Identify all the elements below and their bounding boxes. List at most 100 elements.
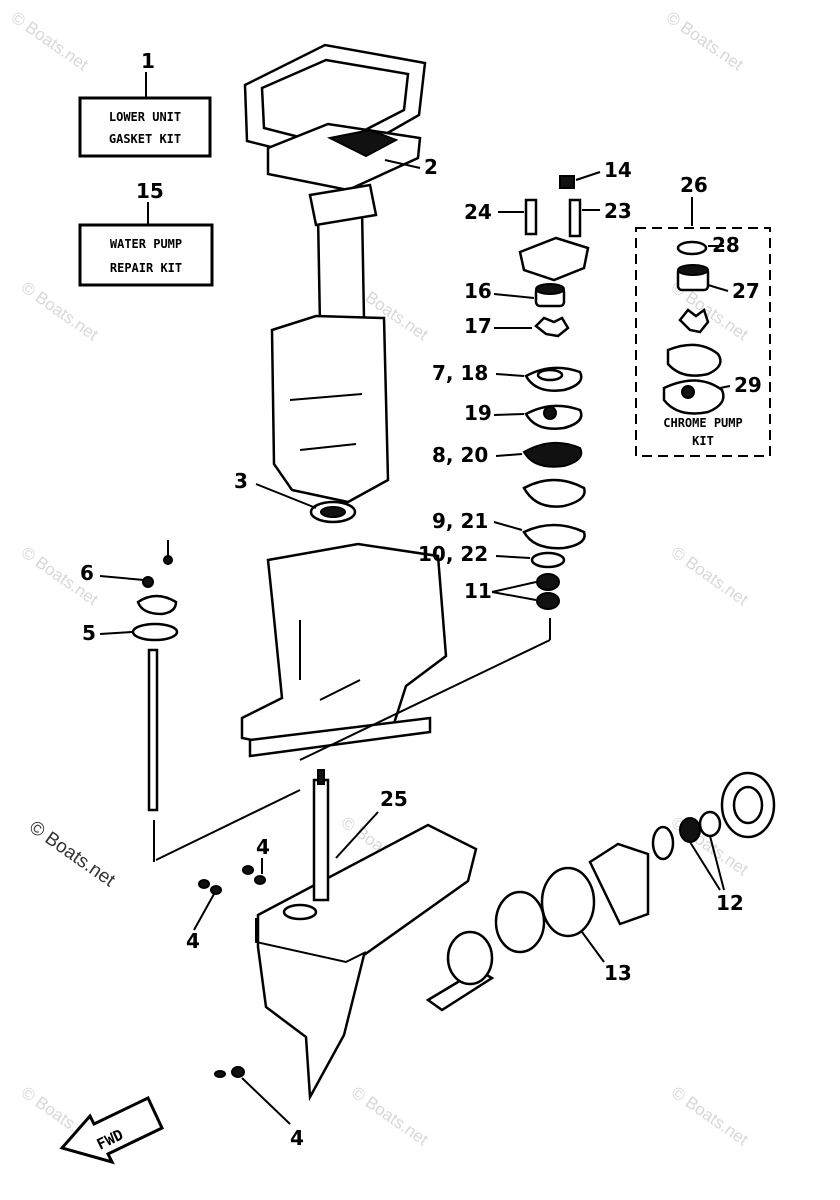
callout-17: 17 <box>464 314 492 338</box>
end-cap-inner <box>732 785 764 825</box>
leader-line <box>255 483 317 509</box>
kit-label-line1: LOWER UNIT <box>109 110 181 124</box>
shaft-spline <box>317 769 325 785</box>
gasket-hole <box>536 368 564 382</box>
part-8-20-gasket <box>522 441 583 468</box>
shift-rod-assembly: 6 5 <box>80 540 179 812</box>
part-9-21-gasket <box>522 523 586 550</box>
shift-rod <box>147 648 159 812</box>
watermark-text: © Boats.net <box>668 1083 752 1150</box>
leader-line <box>335 811 379 859</box>
bearing-housing-2 <box>494 890 546 954</box>
chrome-pump-kit-box: 26 CHROME PUMP KIT 28 27 29 <box>635 173 771 457</box>
kit-label-line1: WATER PUMP <box>110 237 182 251</box>
leader-line <box>99 575 145 581</box>
screw-4f <box>231 1066 245 1078</box>
part-24-bolt <box>524 198 538 236</box>
column-flange <box>308 183 378 227</box>
callout-16: 16 <box>464 279 492 303</box>
kit-label-line2: GASKET KIT <box>109 132 181 146</box>
callout-6: 6 <box>80 561 94 585</box>
leader-line <box>493 293 535 299</box>
part-12-seal <box>679 817 701 843</box>
callout-23: 23 <box>604 199 632 223</box>
kit-number-1: 1 <box>141 49 155 73</box>
watermark-text: © Boats.net <box>348 1083 432 1150</box>
part-10-22-o-ring <box>530 551 566 569</box>
part-27-insert-top <box>677 264 709 276</box>
kit-number-15: 15 <box>136 179 164 203</box>
kit-label-box <box>78 223 214 287</box>
impeller-icon <box>678 307 710 334</box>
pump-housing <box>518 236 590 282</box>
leader-line <box>241 1077 291 1125</box>
callout-4: 4 <box>256 835 270 859</box>
part-16-top <box>535 283 565 295</box>
part-28-circlip <box>676 240 708 256</box>
part-11-seal <box>536 573 560 591</box>
gear-case-body <box>256 823 478 1102</box>
screw-icon <box>163 555 173 565</box>
bearing-housing <box>446 930 494 986</box>
callout-11: 11 <box>464 579 492 603</box>
leader-line <box>707 284 729 292</box>
callout-9-21: 9, 21 <box>432 509 488 533</box>
part-6-bolt <box>142 576 154 588</box>
screws-4: 4 4 4 <box>186 835 304 1150</box>
screw-4d <box>254 875 266 885</box>
screw-4c <box>242 865 254 875</box>
callout-5: 5 <box>82 621 96 645</box>
alignment-line <box>299 639 551 761</box>
callout-4: 4 <box>186 929 200 953</box>
leader-line <box>493 521 523 531</box>
kit-label-line1: CHROME PUMP <box>663 416 742 430</box>
callout-29: 29 <box>734 373 762 397</box>
kit-number-26: 26 <box>680 173 708 197</box>
screw-4b <box>210 885 222 895</box>
leader-line <box>575 171 601 181</box>
watermark-main-text: © Boats.net <box>25 817 119 892</box>
part-23-bolt <box>568 198 582 238</box>
leader-line <box>491 581 537 593</box>
kit-label-line2: KIT <box>692 434 714 448</box>
callout-25: 25 <box>380 787 408 811</box>
part-11-seal-2 <box>536 592 560 610</box>
callout-13: 13 <box>604 961 632 985</box>
gasket-opening <box>326 128 399 158</box>
exhaust-plate-inner <box>260 58 410 148</box>
plate-hole <box>543 406 557 420</box>
gear-case-edge <box>255 918 367 964</box>
leader-line <box>495 373 525 377</box>
water-pump-kit-box: 15 WATER PUMP REPAIR KIT <box>78 179 214 287</box>
seal-ring <box>651 825 675 861</box>
housing-detail <box>299 443 357 451</box>
part-12-seal-2 <box>698 810 722 838</box>
bearing-cap <box>588 842 650 926</box>
leader-line <box>493 413 525 416</box>
watermark-text: © Boats.net <box>668 543 752 610</box>
housing-body <box>270 314 390 504</box>
water-pump-stack: 14 24 23 16 17 7, 18 19 8, 20 <box>418 158 632 610</box>
fwd-arrow-icon <box>59 1095 164 1165</box>
gasket-kit-box: 1 LOWER UNIT GASKET KIT <box>78 49 212 158</box>
callout-10-22: 10, 22 <box>418 542 488 566</box>
callout-3: 3 <box>234 469 248 493</box>
leader-line <box>384 159 421 169</box>
watermark-text: © Boats.net <box>663 8 747 75</box>
callout-27: 27 <box>732 279 760 303</box>
alignment-line <box>155 789 301 861</box>
part-14-bolt-head <box>559 175 575 189</box>
callout-19: 19 <box>464 401 492 425</box>
shift-rod-bracket <box>136 594 178 616</box>
callout-24: 24 <box>464 200 492 224</box>
leader-line <box>495 453 523 457</box>
screw-4a <box>198 879 210 889</box>
leader-line <box>193 893 215 931</box>
mid-housing <box>240 542 448 750</box>
leader-line <box>689 841 721 891</box>
pump-base <box>522 478 586 508</box>
drive-shaft-column <box>316 207 366 327</box>
callout-4: 4 <box>290 1126 304 1150</box>
part-25-drive-shaft <box>312 778 330 902</box>
